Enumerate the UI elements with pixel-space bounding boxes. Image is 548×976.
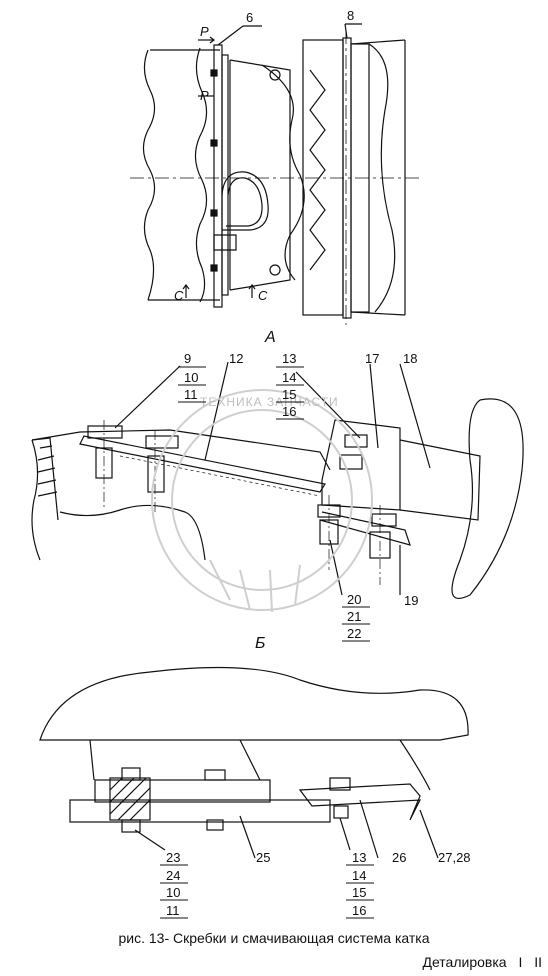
- page-link-2[interactable]: II: [534, 954, 542, 970]
- callout-14: 14: [282, 370, 296, 385]
- callout-19: 19: [404, 593, 418, 608]
- callout-9: 9: [184, 351, 191, 366]
- section-mark-p-top: Р: [200, 24, 209, 39]
- footer-nav: Деталировка I II: [414, 954, 542, 970]
- section-mark-p-bottom: Р: [200, 88, 209, 103]
- callout-13-bottom: 13: [352, 850, 366, 865]
- callout-12: 12: [229, 351, 243, 366]
- view-label-b: Б: [255, 635, 265, 652]
- callout-25: 25: [256, 850, 270, 865]
- watermark-logo: [151, 389, 373, 613]
- callout-11-bottom: 11: [166, 903, 180, 918]
- callout-15: 15: [282, 387, 296, 402]
- callout-6: 6: [246, 10, 253, 25]
- callout-24: 24: [166, 868, 180, 883]
- callout-22: 22: [347, 626, 361, 641]
- view-a-drawing: [130, 23, 420, 325]
- section-mark-c-right: С: [258, 288, 268, 303]
- callout-23: 23: [166, 850, 180, 865]
- callout-26: 26: [392, 850, 406, 865]
- callout-18: 18: [403, 351, 417, 366]
- callout-8: 8: [347, 8, 354, 23]
- callout-10: 10: [184, 370, 198, 385]
- callout-27-28: 27,28: [438, 850, 471, 865]
- callout-21: 21: [347, 609, 361, 624]
- callout-13: 13: [282, 351, 296, 366]
- callout-11: 11: [184, 387, 198, 402]
- page-link-1[interactable]: I: [518, 954, 523, 970]
- watermark-text: ТЕХНИКА ЗАПЧАСТИ: [200, 395, 339, 409]
- view-b-drawing: [31, 361, 524, 600]
- bottom-view-drawing: [39, 666, 469, 859]
- callout-20: 20: [347, 592, 361, 607]
- callout-15-bottom: 15: [352, 885, 366, 900]
- callout-16: 16: [282, 404, 296, 419]
- callout-17: 17: [365, 351, 379, 366]
- callout-10-bottom: 10: [166, 885, 180, 900]
- view-label-a: А: [264, 329, 276, 346]
- callout-14-bottom: 14: [352, 868, 366, 883]
- callout-16-bottom: 16: [352, 903, 366, 918]
- section-mark-c-left: С: [174, 288, 184, 303]
- footer-title: Деталировка: [422, 954, 507, 970]
- figure-caption: рис. 13- Скребки и смачивающая система к…: [118, 930, 430, 946]
